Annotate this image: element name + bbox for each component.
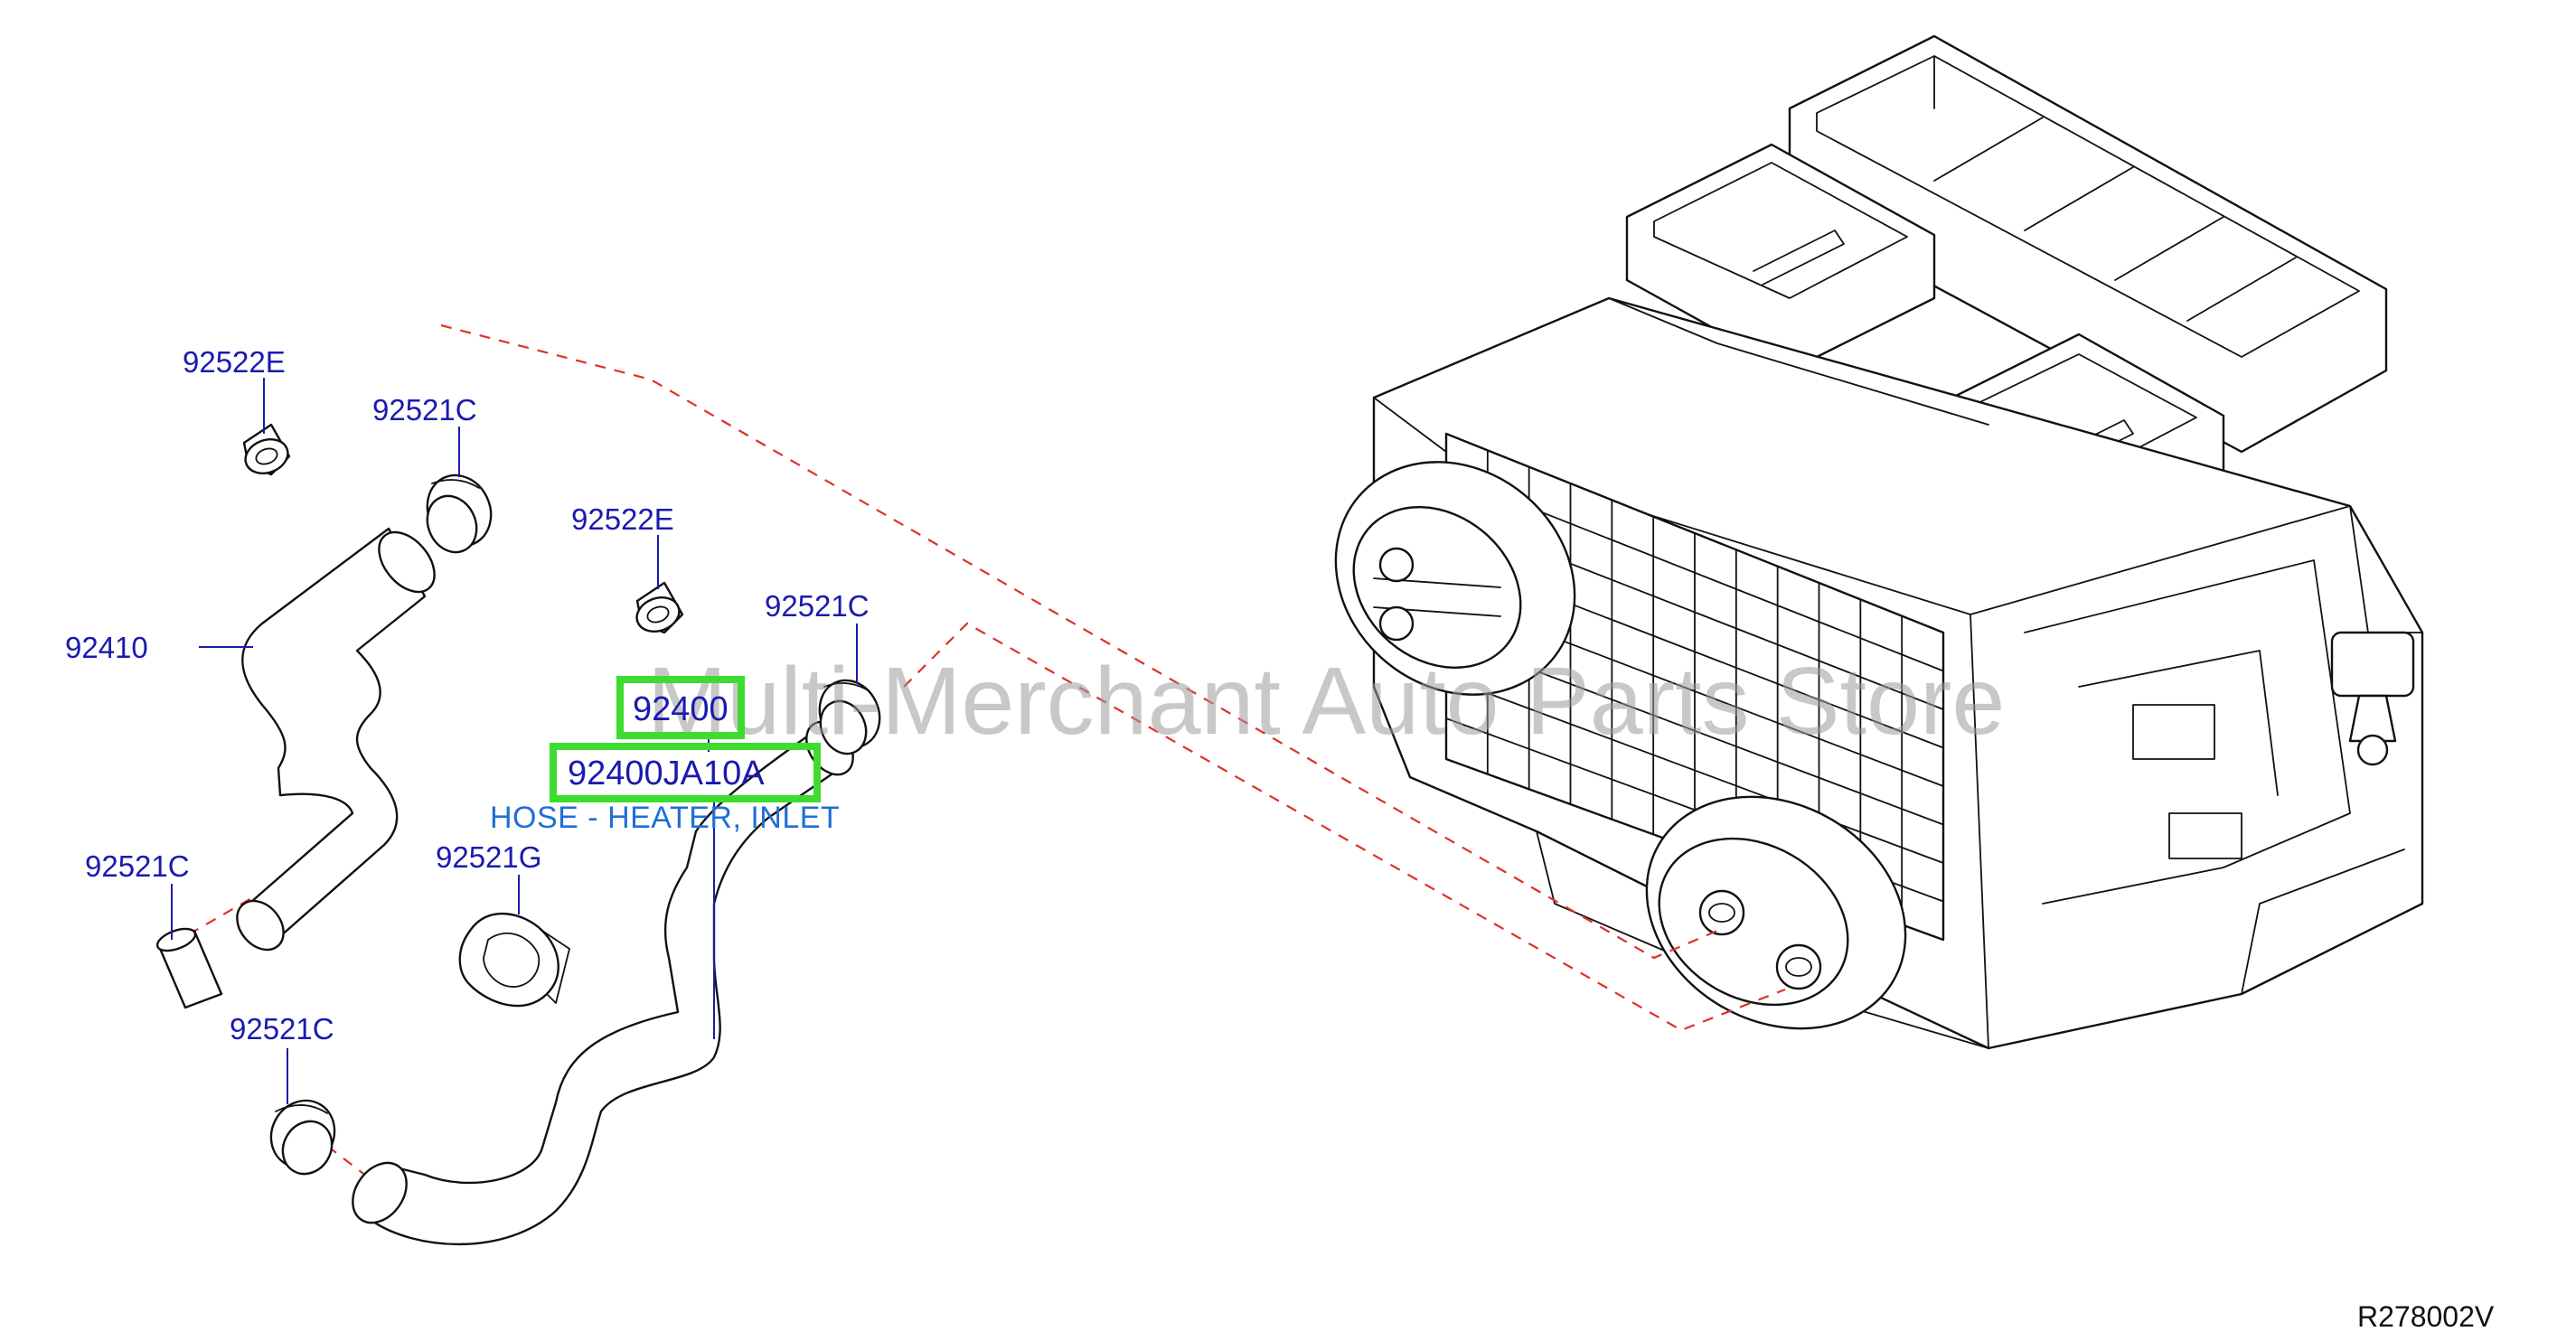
highlight-box-92400: [616, 676, 745, 739]
heater-unit: [1334, 34, 2424, 1050]
label-92522e-mid[interactable]: 92522E: [571, 502, 674, 536]
label-92521g[interactable]: 92521G: [436, 840, 541, 874]
hose-92410: [236, 527, 436, 952]
label-92521c-left-low[interactable]: 92521C: [85, 849, 190, 883]
label-92521c-bottom[interactable]: 92521C: [230, 1012, 334, 1046]
round-duct-left: [1334, 461, 1576, 696]
label-92522e-top-left[interactable]: 92522E: [183, 345, 286, 379]
label-92400ja10a[interactable]: 92400JA10A: [568, 755, 765, 792]
heater-pipe-port: [1645, 795, 1907, 1030]
clip-92522e-mid: [635, 581, 684, 634]
highlight-92400ja10a[interactable]: 92400JA10A: [550, 743, 821, 802]
watermark-text: Multi-Merchant Auto Parts Store: [647, 648, 2005, 755]
grid-line: [1445, 677, 1944, 864]
clip-92522e-top-left: [242, 423, 291, 476]
label-92400[interactable]: 92400: [633, 690, 729, 728]
highlight-92400[interactable]: 92400: [616, 676, 745, 739]
label-92410[interactable]: 92410: [65, 631, 148, 664]
clamp-92521c-left-low: [155, 927, 223, 1009]
label-92521c-mid-right[interactable]: 92521C: [765, 589, 870, 623]
part-description: HOSE - HEATER, INLET: [490, 801, 840, 835]
clamp-92521c-mid-right: [818, 679, 881, 755]
clamp-92521c-top: [426, 474, 493, 554]
clamp-92521c-bottom: [269, 1099, 336, 1176]
actuator-right: [2330, 631, 2415, 766]
reference-code: R278002V: [2357, 1300, 2495, 1333]
hose-92400: [352, 720, 854, 1246]
label-92521c-top[interactable]: 92521C: [372, 393, 477, 427]
highlight-box-92400ja10a: [550, 743, 821, 802]
bracket-92521g: [458, 912, 570, 1008]
